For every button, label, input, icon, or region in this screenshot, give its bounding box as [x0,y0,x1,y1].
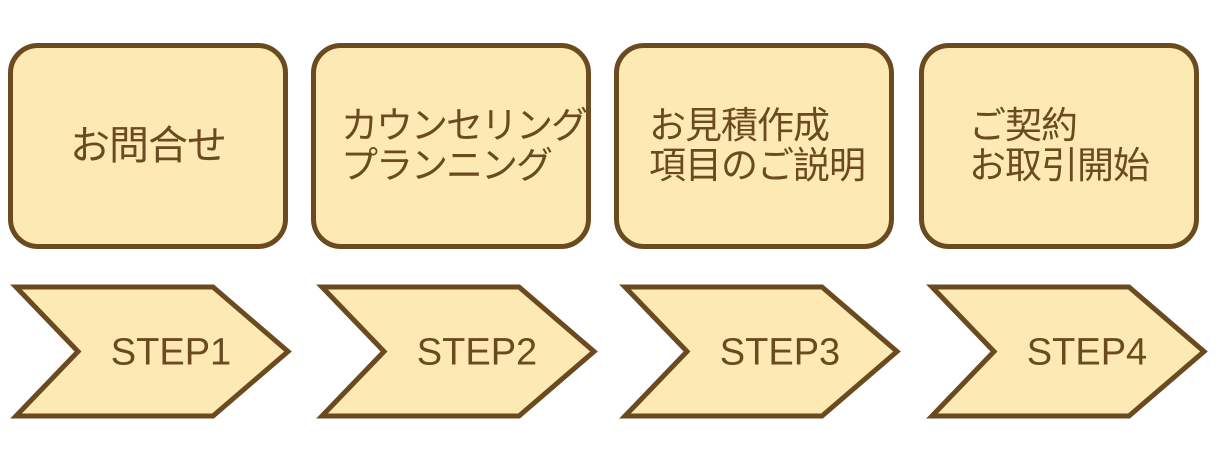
step2-chevron-shape [316,284,598,419]
step4-chevron-shape [926,284,1208,419]
step2-box-text: カウンセリング プランニング [341,104,588,187]
step2-label: STEP2 [417,332,537,374]
step4-box-text: ご契約 お取引開始 [969,104,1150,187]
step1-box: お問合せ [8,43,288,249]
step3-label: STEP3 [720,332,840,374]
step3-chevron-shape [619,284,901,419]
step4-chevron: STEP4 [926,284,1208,419]
step2-box: カウンセリング プランニング [311,43,591,249]
step2-chevron: STEP2 [316,284,598,419]
step4-label: STEP4 [1027,332,1147,374]
step3-box-text: お見積作成 項目のご説明 [649,104,866,187]
step4-box: ご契約 お取引開始 [919,43,1199,249]
step1-box-text: お問合せ [70,123,227,169]
step1-label: STEP1 [111,332,231,374]
step1-chevron-shape [10,284,292,419]
step1-chevron: STEP1 [10,284,292,419]
step3-box: お見積作成 項目のご説明 [614,43,894,249]
step3-chevron: STEP3 [619,284,901,419]
